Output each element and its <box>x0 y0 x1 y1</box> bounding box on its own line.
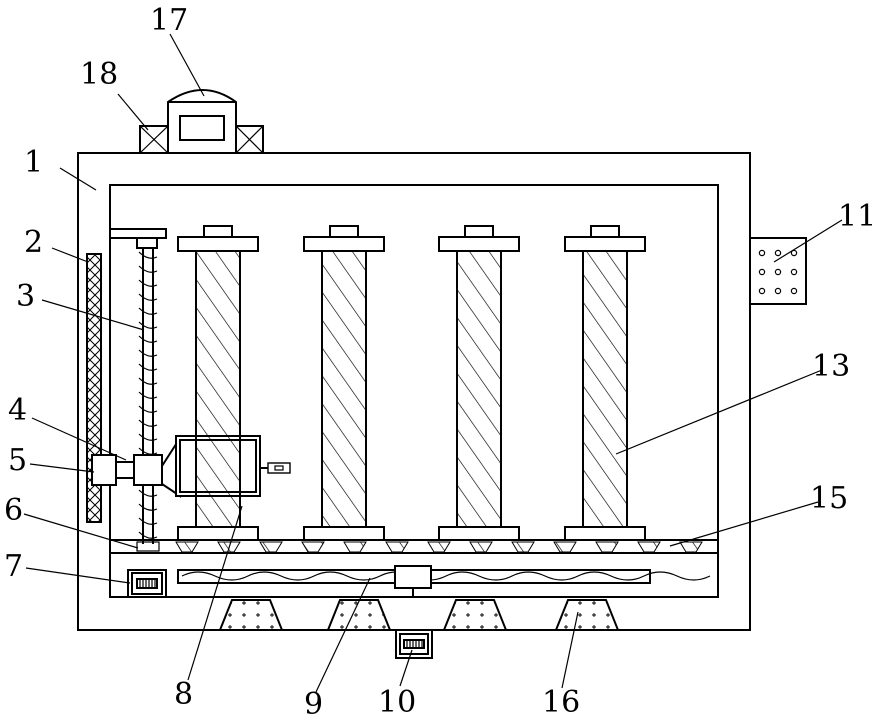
connector-bottom <box>396 630 432 658</box>
foot-1 <box>220 600 282 630</box>
column-2 <box>304 226 384 540</box>
slider-block <box>92 455 162 485</box>
label-16: 16 <box>542 685 580 720</box>
connector-left <box>128 570 166 597</box>
label-3: 3 <box>16 279 35 314</box>
lead-screw <box>110 229 166 544</box>
label-2: 2 <box>24 225 43 260</box>
foot-2 <box>328 600 390 630</box>
label-7: 7 <box>4 549 23 584</box>
label-10: 10 <box>378 685 416 720</box>
feet <box>220 600 618 630</box>
label-13: 13 <box>812 349 850 384</box>
label-1: 1 <box>24 145 43 180</box>
label-11: 11 <box>838 199 876 234</box>
label-4: 4 <box>8 393 27 428</box>
label-6: 6 <box>4 493 23 528</box>
outer-housing <box>78 153 750 630</box>
label-9: 9 <box>304 687 323 722</box>
foot-4 <box>556 600 618 630</box>
column-4 <box>565 226 645 540</box>
foot-3 <box>444 600 506 630</box>
label-8: 8 <box>174 677 193 712</box>
top-unit <box>140 90 263 153</box>
bottom-bar <box>110 540 718 553</box>
part-labels: 1 2 3 4 5 6 7 8 9 10 16 11 13 15 17 18 <box>4 3 876 722</box>
label-17: 17 <box>150 3 188 38</box>
belt-assembly <box>178 566 710 597</box>
label-5: 5 <box>8 443 27 478</box>
label-15: 15 <box>810 481 848 516</box>
label-18: 18 <box>80 57 118 92</box>
column-3 <box>439 226 519 540</box>
